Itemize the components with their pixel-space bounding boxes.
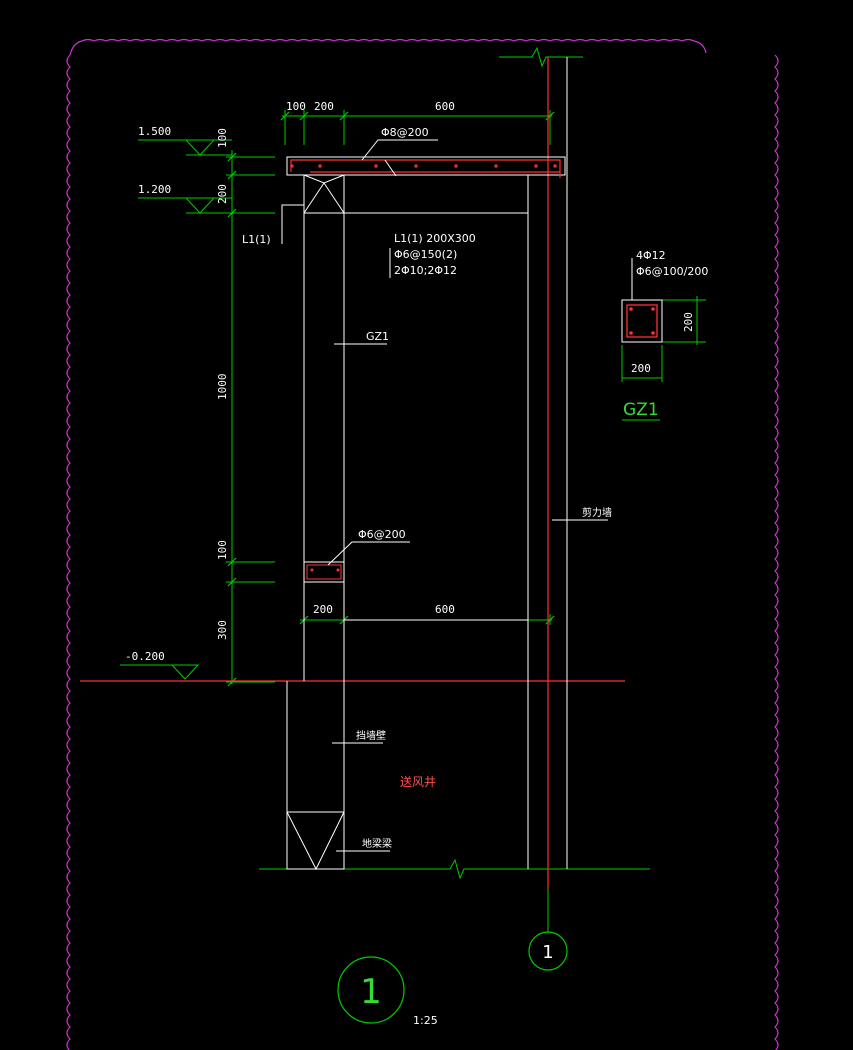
rebar-dot	[494, 164, 498, 168]
rebar-dot	[318, 164, 322, 168]
section-gz1	[621, 299, 663, 343]
level-minus-0200: -0.200	[125, 650, 165, 663]
axis-lines	[80, 57, 625, 890]
detail-number: 1	[360, 972, 382, 1012]
detail-scale: 1:25	[413, 1014, 438, 1027]
dim-top-100: 100	[286, 100, 306, 113]
beam-note-line-2: Φ6@150(2)	[394, 248, 457, 261]
dimension-ticks	[227, 111, 555, 687]
revision-cloud-border	[69, 38, 707, 56]
rebar-dots	[290, 164, 557, 572]
revision-cloud-sides	[66, 54, 779, 1050]
shear-wall-label: 剪力墙	[582, 506, 612, 519]
rebar-dot	[414, 164, 418, 168]
stirrup-rebar-dot	[336, 568, 340, 572]
axis-number: 1	[542, 942, 553, 963]
leader-lines	[327, 139, 633, 852]
axis-bubble	[528, 931, 568, 971]
level-symbols	[120, 139, 232, 680]
beam-note-line-3: 2Φ10;2Φ12	[394, 264, 457, 277]
rebar-dot	[454, 164, 458, 168]
ground-beam-label: 地梁梁	[362, 837, 392, 850]
section-rebar-label: 4Φ12	[636, 249, 666, 262]
structure-outline	[281, 57, 568, 871]
dim-mid-600: 600	[435, 603, 455, 616]
detail-circle	[337, 956, 405, 1024]
stirrup-rebar	[306, 564, 342, 580]
foundation-wall-label: 挡墙壁	[356, 729, 386, 742]
beam-note-line-1: L1(1) 200X300	[394, 232, 476, 245]
rebar-dot	[290, 164, 294, 168]
column-mark-label: GZ1	[366, 330, 389, 343]
dim-left-1000: 1000	[216, 374, 229, 401]
stirrup-note-label: Φ6@200	[358, 528, 406, 541]
section-stirrup-label: Φ6@100/200	[636, 265, 708, 278]
rebar-dot	[534, 164, 538, 168]
revision-cloud-edge	[774, 54, 779, 1050]
section-title: GZ1	[623, 400, 659, 420]
beam-mark-label: L1(1)	[242, 233, 271, 246]
level-1200: 1.200	[138, 183, 171, 196]
dimension-lines	[138, 46, 706, 932]
dim-left-100: 100	[216, 128, 229, 148]
revision-cloud-edge	[66, 54, 71, 1050]
dim-top-200: 200	[314, 100, 334, 113]
rebar-dot	[374, 164, 378, 168]
slab-rebar-label: Φ8@200	[381, 126, 429, 139]
level-1500: 1.500	[138, 125, 171, 138]
dim-left-300: 300	[216, 620, 229, 640]
rebar-dot	[553, 164, 557, 168]
section-height-label: 200	[682, 312, 695, 332]
dim-top-600: 600	[435, 100, 455, 113]
stirrup-rebar-dot	[310, 568, 314, 572]
air-shaft-label: 送风井	[400, 774, 436, 789]
section-width-label: 200	[631, 362, 651, 375]
dim-left-100b: 100	[216, 540, 229, 560]
dim-left-200: 200	[216, 184, 229, 204]
dim-mid-200: 200	[313, 603, 333, 616]
